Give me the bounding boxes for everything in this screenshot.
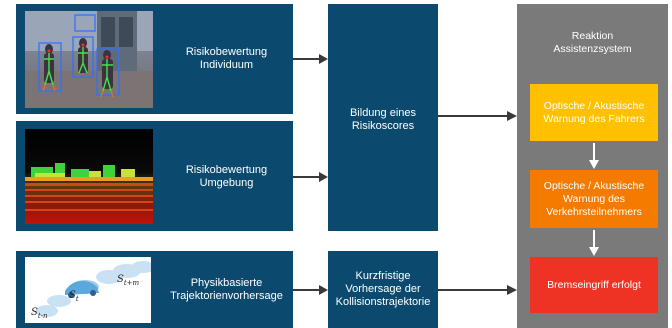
state-label-prev: St-n — [31, 307, 48, 320]
risk-individual-label: Risikobewertung Individuum — [160, 46, 293, 72]
risk-environment-label: Risikobewertung Umgebung — [160, 164, 293, 190]
risk-individual-label-line2: Individuum — [199, 59, 254, 71]
collision-trajectory-label: Kurzfristige Vorhersage der Kollisionstr… — [328, 270, 438, 309]
state-label-now: St — [69, 290, 79, 303]
reaction-road-user-warning-line2: Warnung des — [562, 192, 626, 205]
collision-trajectory-box — [328, 251, 438, 328]
trajectory-prediction-label-line1: Physikbasierte — [190, 277, 263, 289]
trajectory-prediction-label: Physikbasierte Trajektorienvorhersage — [160, 277, 293, 303]
reaction-road-user-warning-line3: Verkehrsteilnehmers — [546, 205, 642, 218]
vehicle-trajectory-image: St-n St St+m — [25, 257, 151, 323]
collision-trajectory-label-line1: Kurzfristige — [355, 270, 411, 282]
reaction-panel-title-line1: Reaktion — [571, 30, 614, 42]
state-label-next-main: S — [117, 274, 124, 285]
risk-individual-label-line1: Risikobewertung — [185, 46, 268, 58]
state-label-next: St+m — [117, 274, 139, 287]
collision-trajectory-label-line3: Kollisionstrajektorie — [335, 296, 431, 308]
lidar-point-cloud-image — [25, 129, 153, 224]
risk-score-label-line1: Bildung eines — [349, 107, 417, 119]
risk-score-label: Bildung eines Risikoscores — [328, 107, 438, 133]
risk-environment-label-line1: Risikobewertung — [185, 164, 268, 176]
state-label-prev-main: S — [31, 307, 38, 318]
state-label-now-main: S — [69, 290, 76, 301]
state-label-prev-sub: t-n — [37, 312, 48, 320]
reaction-road-user-warning-line1: Optische / Akustische — [543, 179, 645, 192]
risk-score-box — [328, 4, 438, 231]
reaction-braking-line1: Bremseingriff erfolgt — [547, 278, 641, 291]
reaction-driver-warning-line2: Warnung des Fahrers — [543, 112, 645, 125]
arrow-road-user-to-braking — [589, 230, 599, 256]
state-label-now-sub: t — [75, 295, 79, 303]
reaction-panel-title: Reaktion Assistenzsystem — [517, 30, 668, 56]
arrow-prediction-to-reaction — [438, 285, 517, 295]
arrow-driver-to-road-user — [589, 143, 599, 169]
state-label-next-sub: t+m — [123, 279, 140, 287]
pedestrian-detection-image — [25, 11, 153, 108]
risk-environment-label-line2: Umgebung — [199, 177, 254, 189]
arrow-individual-to-score — [293, 54, 328, 64]
arrow-score-to-reaction — [438, 111, 517, 121]
reaction-braking: Bremseingriff erfolgt — [530, 257, 658, 313]
collision-trajectory-label-line2: Vorhersage der — [345, 283, 421, 295]
arrow-trajectory-to-prediction — [293, 285, 328, 295]
risk-score-label-line2: Risikoscores — [351, 120, 415, 132]
reaction-road-user-warning: Optische / Akustische Warnung des Verkeh… — [530, 170, 658, 228]
reaction-driver-warning: Optische / Akustische Warnung des Fahrer… — [530, 84, 658, 141]
reaction-driver-warning-line1: Optische / Akustische — [543, 99, 645, 112]
trajectory-prediction-label-line2: Trajektorienvorhersage — [170, 290, 283, 302]
reaction-panel-title-line2: Assistenzsystem — [553, 43, 632, 55]
arrow-environment-to-score — [293, 172, 328, 182]
